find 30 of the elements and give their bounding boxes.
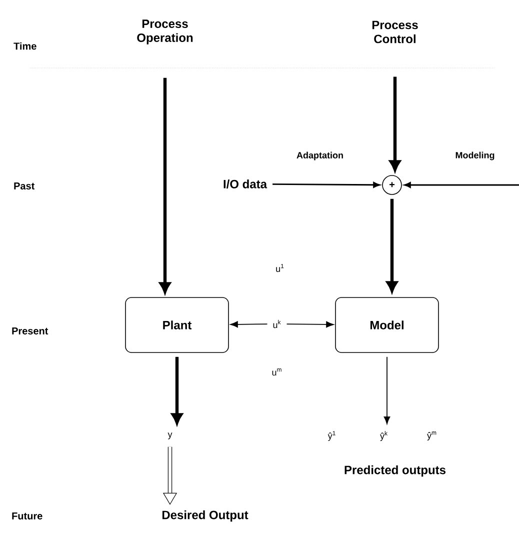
summing-junction: + [382,175,402,195]
arrow [230,321,268,328]
row-label: Time [14,42,36,50]
arrow [171,356,183,424]
row-label: Future [12,512,42,520]
edge-label: Modeling [454,150,496,162]
column-heading: Process Operation [137,20,193,44]
signal-label: u$^{m}$ [272,368,282,376]
arrow [384,356,390,424]
edge-label: Adaptation [296,150,344,162]
signal-label: y [168,432,172,440]
row-label: Present [12,328,48,334]
row-label: Past [14,182,35,190]
arrow [272,182,380,188]
process-box: Plant [125,297,229,353]
signal-label: ŷ$^{1}$ [328,431,336,441]
process-box: Model [335,297,439,353]
input-label: I/O data [224,180,268,188]
signal-label: ŷ$^{m}$ [427,432,436,440]
output-label: Desired Output [162,510,248,522]
arrow [389,76,401,172]
signal-label: ŷ$^{k}$ [380,430,388,441]
arrow [386,198,398,292]
signal-label: u$^{k}$ [273,320,281,328]
arrow [404,182,519,188]
column-heading: Process Control [372,20,418,44]
arrow [286,321,334,328]
arrow [159,78,171,294]
caption-label: Predicted outputs [344,465,446,477]
signal-label: u$^{1}$ [276,264,284,272]
